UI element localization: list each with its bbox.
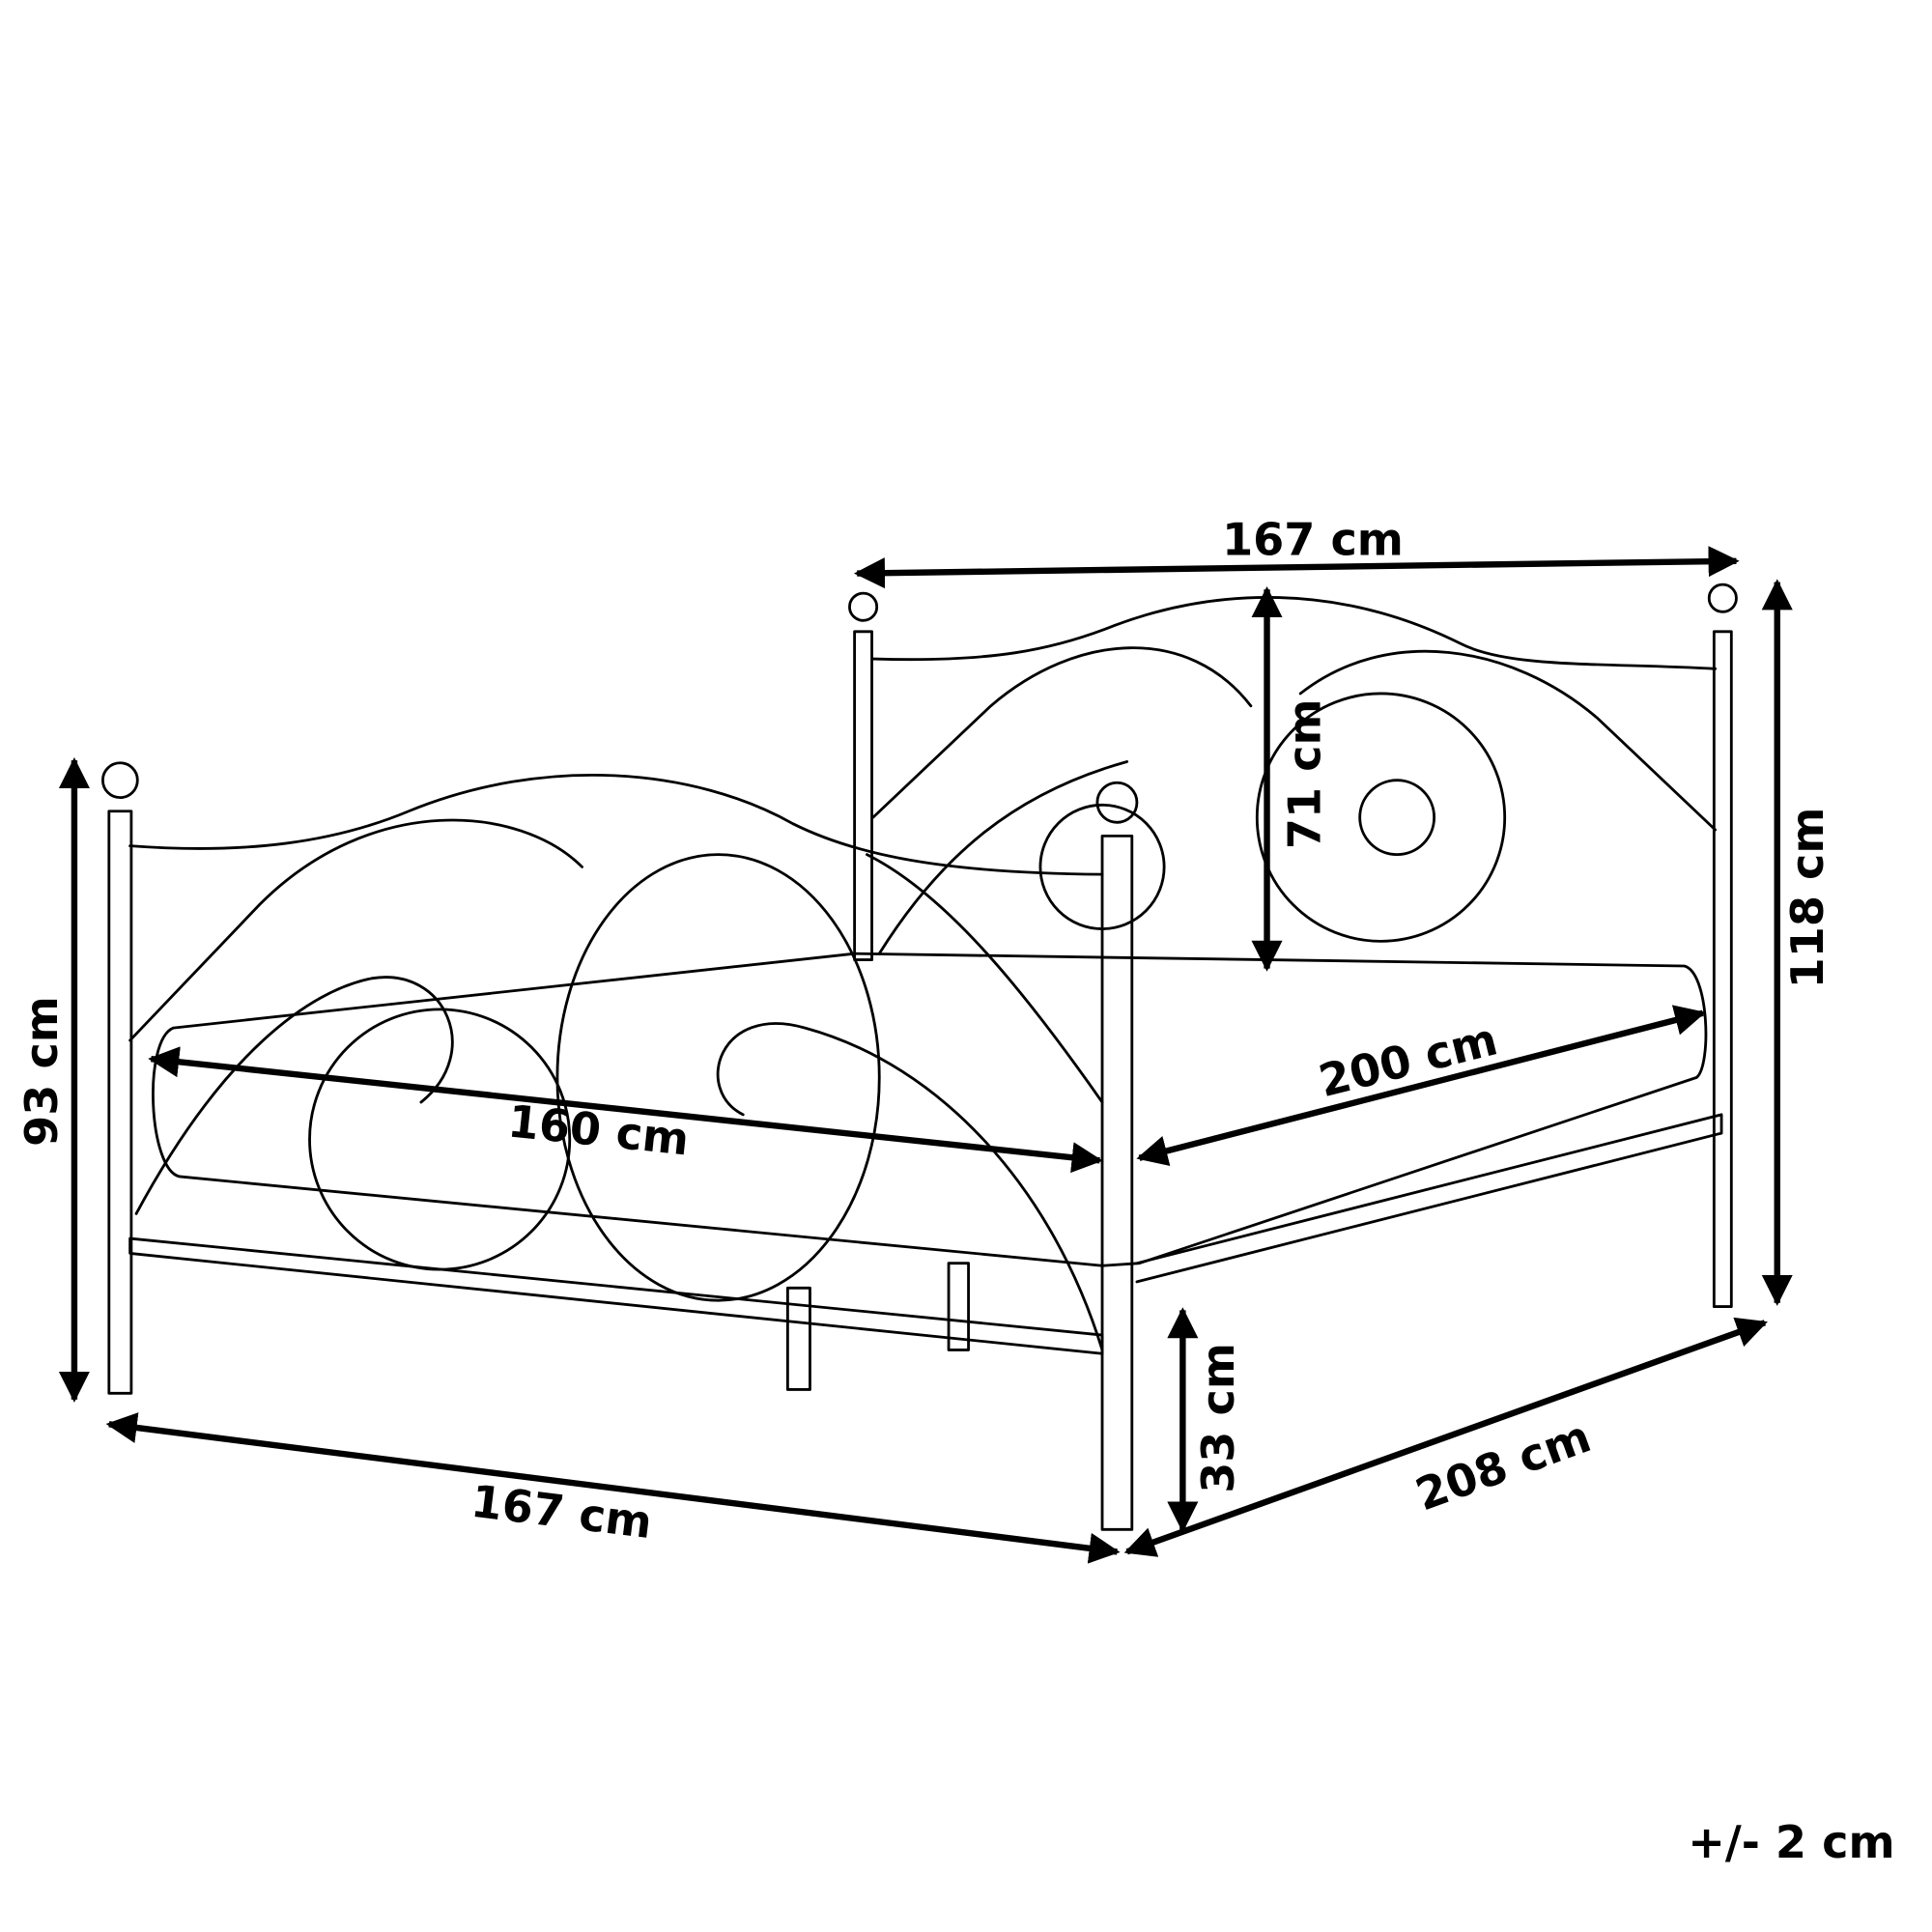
tolerance-note: +/- 2 cm: [1688, 1816, 1894, 1868]
label-mattress-length: 200 cm: [1314, 1012, 1502, 1107]
dimension-lines: [58, 546, 1793, 1564]
label-mattress-width: 160 cm: [505, 1094, 691, 1165]
label-panel-height: 71 cm: [1279, 698, 1331, 849]
label-total-length: 208 cm: [1409, 1410, 1598, 1521]
label-footboard-width: 167 cm: [469, 1475, 655, 1548]
label-clearance: 33 cm: [1192, 1343, 1244, 1493]
label-footboard-height: 93 cm: [15, 996, 68, 1147]
label-headboard-height: 118 cm: [1781, 808, 1833, 989]
dim-mattress-width: [148, 1046, 1103, 1174]
dim-footboard-width: [105, 1412, 1121, 1564]
headboard: [848, 582, 1738, 1308]
mattress: [152, 952, 1708, 1267]
label-headboard-width: 167 cm: [1222, 513, 1404, 565]
dim-mattress-length: [1136, 1005, 1706, 1167]
dim-total-length: [1123, 1317, 1768, 1557]
side-rail: [128, 1113, 1723, 1391]
dim-headboard-width: [853, 546, 1740, 589]
